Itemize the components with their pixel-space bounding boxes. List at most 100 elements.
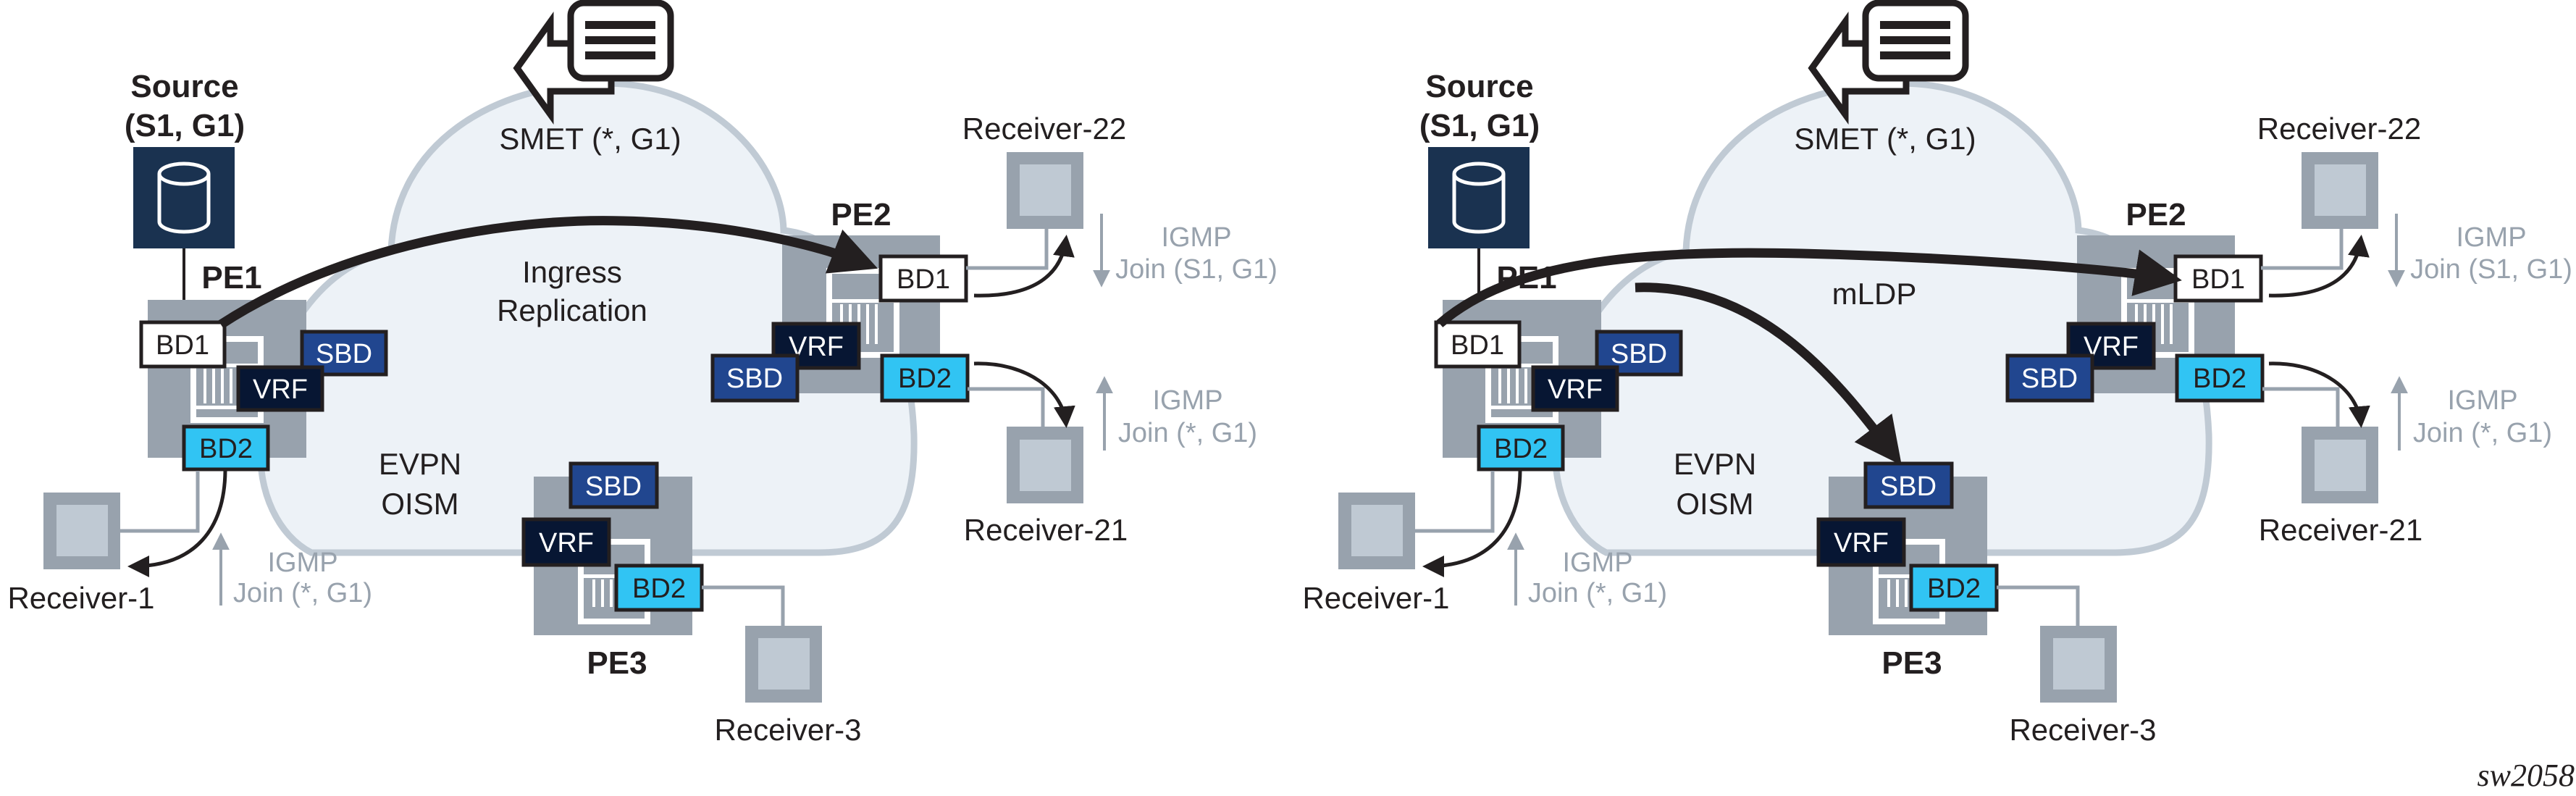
pe1-sbd: SBD (300, 330, 388, 377)
transport-label-line1: Ingress (522, 255, 622, 289)
svg-text:BD1: BD1 (156, 330, 209, 361)
pe2-bd1: BD1 (878, 254, 968, 303)
receiver21-flow-arrow (973, 361, 1075, 428)
receiver3-link (702, 585, 785, 626)
pe1-bd1: BD1 (1434, 320, 1522, 369)
receiver21-link (968, 387, 1045, 427)
pe3-bd2: BD2 (614, 564, 704, 612)
svg-text:BD1: BD1 (1451, 330, 1504, 361)
multicast-flows (1436, 248, 2182, 466)
smet-message-icon (1808, 0, 1969, 125)
svg-text:BD2: BD2 (1494, 434, 1548, 464)
receiver1-link (1415, 471, 1495, 533)
pe2-label: PE2 (2126, 197, 2186, 232)
svg-text:VRF: VRF (1548, 374, 1603, 405)
svg-text:SBD: SBD (726, 364, 783, 394)
receiver22-igmp-line2: Join (S1, G1) (2410, 254, 2572, 285)
svg-text:VRF: VRF (539, 528, 594, 558)
receiver3-label: Receiver-3 (714, 713, 861, 747)
receiver21-label: Receiver-21 (2259, 513, 2422, 547)
receiver22-host (1007, 152, 1083, 229)
receiver1-label: Receiver-1 (1302, 581, 1449, 615)
receiver22-link (2261, 229, 2344, 270)
panel-ingress-replication: SMET (*, G1) Source (S1, G1) PE1 (7, 0, 1277, 747)
receiver3-host (745, 626, 822, 703)
smet-message-icon (513, 0, 674, 125)
receiver1-igmp-line2: Join (*, G1) (1528, 578, 1667, 608)
receiver22-label: Receiver-22 (962, 112, 1126, 146)
svg-text:VRF: VRF (253, 374, 308, 405)
receiver21-igmp-line2: Join (*, G1) (2413, 418, 2552, 448)
database-icon (157, 162, 211, 234)
receiver22-igmp-line1: IGMP (1161, 222, 1231, 253)
receiver22-flow-arrow (2268, 235, 2370, 298)
svg-text:BD2: BD2 (2193, 364, 2246, 394)
pe3-vrf: VRF (1816, 517, 1906, 567)
receiver1-flow-arrow (1422, 470, 1522, 577)
pe3-label: PE3 (1881, 645, 1942, 681)
pe3-bd2: BD2 (1909, 564, 1999, 612)
svg-text:SBD: SBD (585, 472, 642, 502)
source-title: Source (1425, 69, 1533, 104)
receiver21-flow-arrow (2268, 361, 2370, 428)
receiver22-igmp-line2: Join (S1, G1) (1115, 254, 1277, 285)
svg-text:SBD: SBD (316, 339, 372, 369)
receiver21-igmp-line1: IGMP (2447, 385, 2517, 416)
receiver22-label: Receiver-22 (2257, 112, 2421, 146)
pe1-bd1: BD1 (139, 320, 227, 369)
source-server (133, 147, 235, 248)
svg-text:VRF: VRF (1834, 528, 1889, 558)
pe1-sbd: SBD (1595, 330, 1683, 377)
pe3-vrf: VRF (521, 517, 611, 567)
svg-text:BD2: BD2 (632, 574, 686, 604)
cloud-label-line1: EVPN (1674, 447, 1756, 481)
pe3-label: PE3 (587, 645, 647, 681)
receiver1-label: Receiver-1 (7, 581, 154, 615)
receiver21-igmp-line1: IGMP (1152, 385, 1222, 416)
svg-text:BD2: BD2 (199, 434, 253, 464)
receiver1-igmp-line1: IGMP (1562, 548, 1632, 578)
receiver21-link (2262, 387, 2340, 427)
receiver1-flow-arrow (127, 470, 227, 577)
receiver21-igmp-line2: Join (*, G1) (1118, 418, 1257, 448)
pe2-bd1: BD1 (2173, 254, 2263, 303)
source-group: (S1, G1) (125, 108, 245, 143)
svg-text:BD1: BD1 (2191, 264, 2245, 295)
pe1-label: PE1 (201, 260, 261, 296)
transport-label: mLDP (1832, 277, 1917, 311)
pe1-vrf: VRF (236, 365, 324, 412)
smet-label: SMET (*, G1) (499, 122, 681, 156)
pe1-vrf: VRF (1531, 365, 1619, 412)
svg-text:SBD: SBD (1611, 339, 1667, 369)
receiver22-flow-arrow (973, 235, 1075, 298)
receiver1-link (120, 471, 200, 533)
receiver3-host (2040, 626, 2117, 703)
svg-text:BD2: BD2 (898, 364, 952, 394)
svg-text:SBD: SBD (2021, 364, 2078, 394)
pe1-bd2: BD2 (182, 424, 270, 472)
receiver21-label: Receiver-21 (964, 513, 1128, 547)
receiver1-igmp-line1: IGMP (267, 548, 337, 578)
pe2-label: PE2 (831, 197, 891, 232)
smet-label: SMET (*, G1) (1794, 122, 1976, 156)
pe2-sbd: SBD (710, 353, 800, 403)
receiver21-host (1007, 427, 1083, 503)
cloud-label-line2: OISM (1676, 487, 1753, 521)
receiver3-link (1997, 585, 2080, 626)
database-icon (1452, 162, 1506, 234)
source-server (1428, 147, 1530, 248)
pe2-sbd: SBD (2005, 353, 2094, 403)
figure-id: sw2058 (2478, 758, 2575, 793)
receiver22-link (966, 229, 1049, 270)
multicast-flows (218, 216, 878, 329)
cloud-label-line2: OISM (381, 487, 458, 521)
flow-pe1-to-pe2 (1436, 248, 2182, 327)
panel-mldp: SMET (*, G1) Source (S1, G1) PE1 (1302, 0, 2572, 747)
cloud-label-line1: EVPN (379, 447, 461, 481)
svg-text:BD2: BD2 (1927, 574, 1981, 604)
transport-label-line1: mLDP (1832, 277, 1917, 311)
pe2-bd2: BD2 (2175, 353, 2265, 403)
svg-text:BD1: BD1 (897, 264, 950, 295)
